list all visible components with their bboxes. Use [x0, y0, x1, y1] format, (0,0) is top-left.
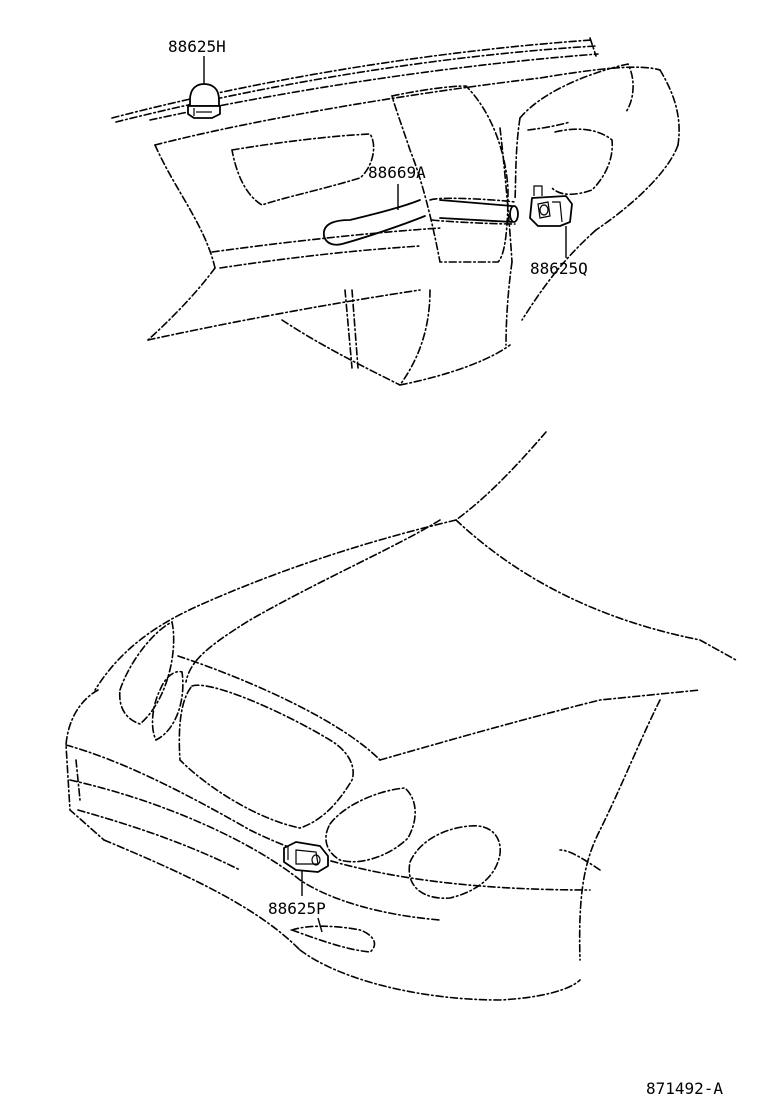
- sensor-88625P-icon: [283, 841, 329, 873]
- figure-code: 871492-A: [646, 1079, 723, 1098]
- sensor-88625Q-icon: [529, 185, 573, 227]
- label-88669A: 88669A: [368, 163, 426, 182]
- rear-body-outline: [111, 37, 680, 386]
- label-88625H: 88625H: [168, 37, 226, 56]
- front-body-outline: [65, 431, 737, 1001]
- label-88625Q: 88625Q: [530, 259, 588, 278]
- sensor-88625H-icon: [187, 83, 221, 119]
- label-88625P: 88625P: [268, 899, 326, 918]
- leader-88625P-extension: [317, 917, 323, 933]
